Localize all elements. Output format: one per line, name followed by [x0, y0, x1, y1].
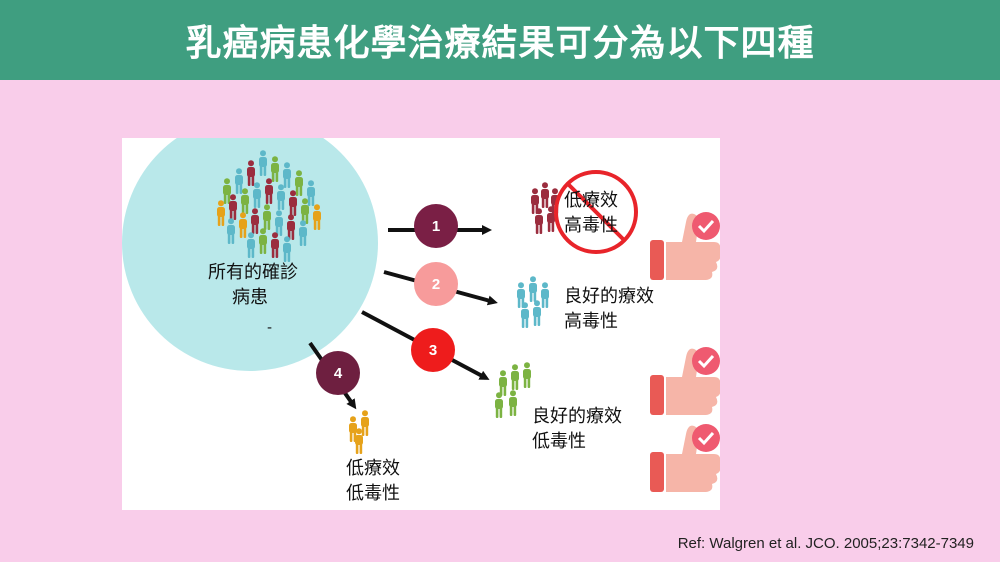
population-label-line1: 所有的確診 — [208, 262, 298, 283]
diagram-svg: 1 2 3 4 — [122, 115, 721, 492]
outcome-3-line1: 良好的療效 — [532, 406, 622, 427]
outcome-2-people-icon — [517, 276, 549, 328]
outcome-4-label: 低療效 低毒性 — [346, 456, 400, 506]
outcome-4-people-icon — [349, 410, 369, 454]
population-mark: - — [267, 320, 273, 336]
reference-citation: Ref: Walgren et al. JCO. 2005;23:7342-73… — [677, 535, 974, 552]
outcome-3-label: 良好的療效 低毒性 — [532, 404, 622, 454]
badge-1-number: 1 — [432, 218, 440, 235]
prohibited-icon — [554, 170, 638, 254]
badge-2-number: 2 — [432, 276, 440, 293]
badge-3-number: 3 — [429, 342, 437, 359]
outcome-1-label: 低療效 高毒性 — [564, 188, 618, 238]
population-label-line2: 病患 — [232, 287, 268, 308]
outcome-2-label: 良好的療效 高毒性 — [564, 284, 654, 334]
outcome-4-line1: 低療效 — [346, 458, 400, 479]
diagram-panel: 1 2 3 4 — [122, 115, 721, 510]
outcome-3-people-icon — [495, 362, 531, 418]
badge-2: 2 — [414, 262, 458, 306]
outcome-1-line1: 低療效 — [564, 190, 618, 211]
slide-title: 乳癌病患化學治療結果可分為以下四種 — [185, 23, 815, 64]
thumbs-up-check-icon — [650, 212, 721, 280]
population-label: 所有的確診 病患 — [208, 260, 298, 310]
outcome-4-line2: 低毒性 — [346, 483, 400, 504]
badge-3: 3 — [411, 328, 455, 372]
badge-1: 1 — [414, 204, 458, 248]
outcome-1-line2: 高毒性 — [564, 215, 618, 236]
thumbs-up-check-icon — [650, 424, 721, 492]
thumbs-up-check-icon — [650, 347, 721, 415]
outcome-3-line2: 低毒性 — [532, 431, 586, 452]
title-banner: 乳癌病患化學治療結果可分為以下四種 — [0, 0, 1000, 80]
badge-4-number: 4 — [334, 365, 343, 382]
outcome-2-line1: 良好的療效 — [564, 286, 654, 307]
outcome-2-line2: 高毒性 — [564, 311, 618, 332]
badge-4: 4 — [316, 351, 360, 395]
